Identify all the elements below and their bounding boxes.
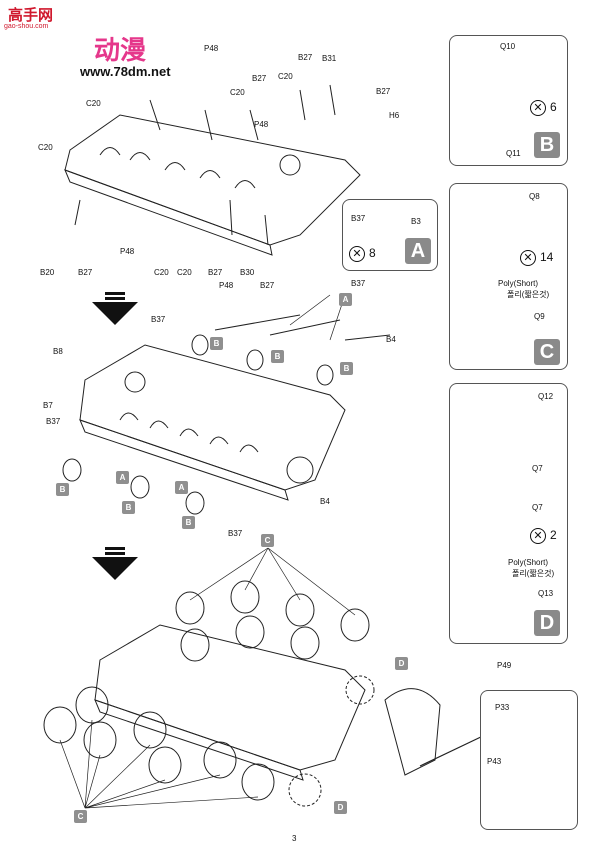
badge-B: B bbox=[271, 350, 284, 363]
panel-letter: C bbox=[534, 339, 560, 365]
hull-step3 bbox=[94, 624, 366, 771]
quantity-marker: ✕2 bbox=[530, 528, 557, 544]
part-label: B4 bbox=[320, 497, 330, 506]
part-label: B27 bbox=[78, 268, 93, 277]
quantity-marker: ✕6 bbox=[530, 100, 557, 116]
part-label: P48 bbox=[219, 281, 234, 290]
part-label: P49 bbox=[497, 661, 512, 670]
part-label: Q12 bbox=[538, 392, 554, 401]
part-label: B8 bbox=[53, 347, 63, 356]
subassembly-panel-A: B37 B3 ✕8 A bbox=[342, 199, 438, 271]
subassembly-panel-D: Q12 Q7 Q7 Poly(Short) 폴리(짧은것) Q13 ✕2 D bbox=[449, 383, 568, 644]
part-label: B27 bbox=[376, 87, 391, 96]
part-label: C20 bbox=[177, 268, 192, 277]
road-wheels-step2 bbox=[62, 334, 334, 515]
hull-step2 bbox=[79, 344, 346, 491]
subassembly-panel-B: Q10 Q11 ✕6 B bbox=[449, 35, 568, 166]
part-label: B37 bbox=[351, 214, 366, 223]
quantity-marker: ✕14 bbox=[520, 250, 553, 266]
page-number: 3 bbox=[292, 834, 297, 843]
part-label: Poly(Short) bbox=[498, 279, 539, 288]
part-label: P48 bbox=[204, 44, 219, 53]
watermark-site-name: 高手网 bbox=[8, 7, 54, 24]
road-wheels-step3 bbox=[43, 580, 370, 801]
part-label: B20 bbox=[40, 268, 55, 277]
badge-C: C bbox=[74, 810, 87, 823]
panel-letter: B bbox=[534, 132, 560, 158]
part-label: B27 bbox=[208, 268, 223, 277]
part-label: Q11 bbox=[506, 149, 521, 158]
part-label: B27 bbox=[298, 53, 313, 62]
part-label: B37 bbox=[228, 529, 243, 538]
inset-panel-p33-p43: P33 P43 bbox=[480, 690, 578, 830]
part-label: Q13 bbox=[538, 589, 554, 598]
badge-A: A bbox=[175, 481, 188, 494]
part-label: B37 bbox=[46, 417, 61, 426]
part-label: B27 bbox=[252, 74, 267, 83]
part-label: 폴리(짧은것) bbox=[507, 290, 550, 299]
badge-B: B bbox=[122, 501, 135, 514]
part-label: H6 bbox=[389, 111, 400, 120]
part-label: C20 bbox=[154, 268, 169, 277]
watermark-logo: 高手网 gao-shou.com 动漫 www.78dm.net bbox=[2, 2, 172, 80]
watermark-url: www.78dm.net bbox=[80, 64, 171, 79]
part-label: Q7 bbox=[532, 503, 543, 512]
part-label: Q7 bbox=[532, 464, 543, 473]
part-label: 폴리(짧은것) bbox=[512, 569, 555, 578]
badge-A: A bbox=[339, 293, 352, 306]
watermark-site-domain: gao-shou.com bbox=[4, 23, 49, 30]
quantity-marker: ✕8 bbox=[349, 246, 376, 262]
part-label: P48 bbox=[254, 120, 269, 129]
badge-B: B bbox=[340, 362, 353, 375]
part-label: B27 bbox=[260, 281, 275, 290]
part-label: B7 bbox=[43, 401, 53, 410]
part-label: B3 bbox=[411, 217, 421, 226]
badge-B: B bbox=[210, 337, 223, 350]
badge-C: C bbox=[261, 534, 274, 547]
part-label: C20 bbox=[230, 88, 245, 97]
part-label: B30 bbox=[240, 268, 255, 277]
part-label: B4 bbox=[386, 335, 396, 344]
badge-B: B bbox=[182, 516, 195, 529]
badge-D: D bbox=[395, 657, 408, 670]
part-label: C20 bbox=[278, 72, 293, 81]
subassembly-panel-C: Q8 Q9 Poly(Short) 폴리(짧은것) ✕14 C bbox=[449, 183, 568, 370]
part-label: B31 bbox=[322, 54, 337, 63]
badge-D: D bbox=[334, 801, 347, 814]
part-label: Q8 bbox=[529, 192, 540, 201]
part-label: C20 bbox=[38, 143, 53, 152]
part-label: Poly(Short) bbox=[508, 558, 549, 567]
step-arrows bbox=[92, 292, 138, 580]
part-label: Q10 bbox=[500, 42, 516, 51]
part-label: B37 bbox=[151, 315, 166, 324]
panel-letter: D bbox=[534, 610, 560, 636]
badge-A: A bbox=[116, 471, 129, 484]
part-label: Q9 bbox=[534, 312, 545, 321]
watermark-brand: 动漫 bbox=[94, 35, 147, 65]
part-label: P48 bbox=[120, 247, 135, 256]
badge-B: B bbox=[56, 483, 69, 496]
hull-step1 bbox=[64, 114, 361, 246]
panel-letter: A bbox=[405, 238, 431, 264]
part-label: B37 bbox=[351, 279, 366, 288]
part-label: P33 bbox=[495, 703, 510, 712]
part-label: P43 bbox=[487, 757, 502, 766]
part-label: C20 bbox=[86, 99, 101, 108]
